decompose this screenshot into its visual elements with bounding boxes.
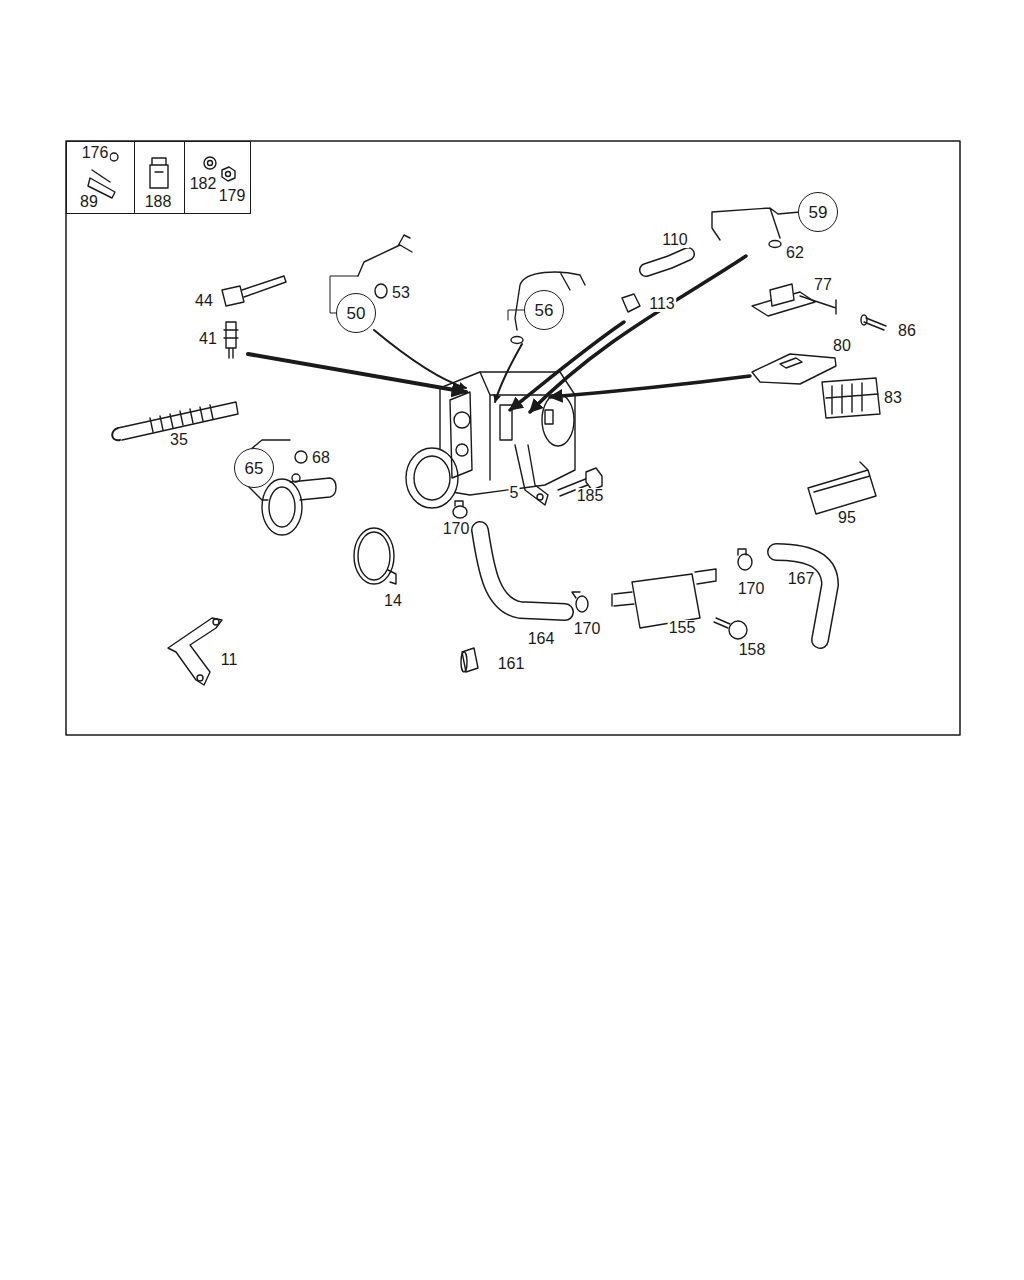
callout-number: 170 [573, 621, 602, 637]
callout-number: 179 [218, 188, 247, 204]
callout-number: 158 [738, 642, 767, 658]
callout-number: 155 [668, 620, 697, 636]
callout-number: 11 [220, 652, 239, 668]
callout-circle: 59 [798, 192, 838, 232]
callout-circle: 65 [234, 448, 274, 488]
callout-number: 164 [527, 631, 556, 647]
callout-number: 65 [244, 460, 265, 477]
nut-176 [110, 153, 118, 161]
callout-number: 53 [391, 285, 411, 301]
callout-number: 110 [661, 232, 689, 248]
callout-number: 44 [194, 293, 214, 309]
callout-number: 182 [189, 176, 218, 192]
inset-cell: 188 [134, 141, 185, 214]
callout-number: 167 [787, 571, 816, 587]
callout-number: 80 [832, 338, 852, 354]
callout-circle: 50 [336, 293, 376, 333]
callout-number: 170 [442, 521, 471, 537]
callout-circle: 56 [524, 290, 564, 330]
callout-number: 170 [737, 581, 766, 597]
inset-cell: 176 89 [66, 141, 135, 214]
frame [66, 141, 960, 735]
callout-number: 95 [837, 510, 857, 526]
callout-number: 185 [576, 488, 605, 504]
inset-cell: 182179 [184, 141, 251, 214]
callout-number: 56 [534, 302, 555, 319]
callout-number: 5 [509, 485, 520, 501]
callout-number: 77 [813, 277, 833, 293]
callout-number: 59 [808, 204, 829, 221]
callout-number: 41 [198, 331, 218, 347]
callout-number: 176 [81, 145, 110, 161]
callout-number: 68 [311, 450, 331, 466]
callout-number: 161 [497, 656, 526, 672]
callout-number: 14 [383, 593, 403, 609]
callout-number: 86 [897, 323, 917, 339]
callout-number: 113 [648, 296, 676, 312]
callout-number: 62 [785, 245, 805, 261]
clip-188 [150, 158, 168, 188]
callout-number: 89 [79, 194, 99, 210]
callout-number: 50 [346, 305, 367, 322]
callout-number: 83 [883, 390, 903, 406]
callout-number: 188 [144, 194, 173, 210]
callout-number: 35 [169, 432, 189, 448]
